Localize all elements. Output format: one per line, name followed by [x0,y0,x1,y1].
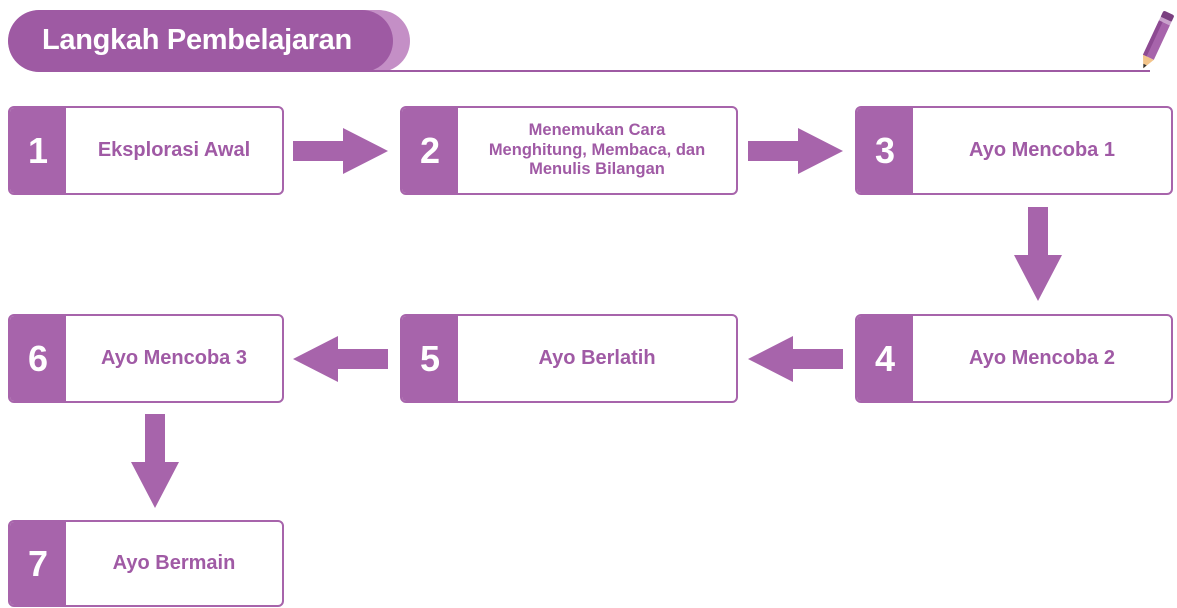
header-banner: Langkah Pembelajaran [8,10,410,72]
step-number: 4 [857,316,913,401]
step-number: 5 [402,316,458,401]
arrow-icon [293,128,388,174]
step-number: 6 [10,316,66,401]
step-label: Ayo Bermain [112,552,236,574]
arrow-icon [131,414,179,508]
step-label: Ayo Berlatih [538,347,656,369]
step-label: Ayo Mencoba 2 [969,347,1115,369]
step-2: 2 Menemukan Cara Menghitung, Membaca, da… [400,106,738,195]
arrow-icon [748,336,843,382]
page-title: Langkah Pembelajaran [42,24,352,56]
step-3: 3 Ayo Mencoba 1 [855,106,1173,195]
step-label: Eksplorasi Awal [97,139,251,161]
header-banner-inner [8,10,393,72]
step-7: 7 Ayo Bermain [8,520,284,607]
step-number: 3 [857,108,913,193]
pencil-icon [1142,11,1174,69]
step-1: 1 Eksplorasi Awal [8,106,284,195]
step-5: 5 Ayo Berlatih [400,314,738,403]
step-number: 7 [10,522,66,605]
step-label: Ayo Mencoba 3 [101,347,247,369]
step-number: 2 [402,108,458,193]
step-label: Menemukan Cara Menghitung, Membaca, dan … [488,120,706,179]
arrow-icon [293,336,388,382]
step-6: 6 Ayo Mencoba 3 [8,314,284,403]
step-label: Ayo Mencoba 1 [969,139,1115,161]
header-underline [360,70,1150,72]
step-4: 4 Ayo Mencoba 2 [855,314,1173,403]
arrow-icon [1014,207,1062,301]
arrow-icon [748,128,843,174]
step-number: 1 [10,108,66,193]
